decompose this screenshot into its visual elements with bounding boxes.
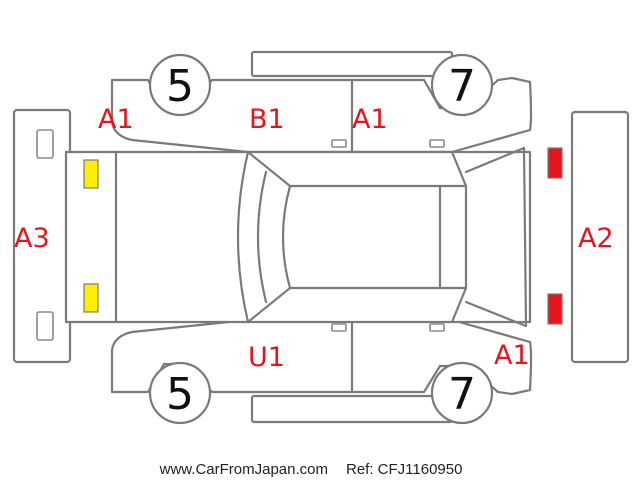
damage-code-bottom-right-fender: A1 [494, 340, 530, 371]
top-sill-bar [250, 50, 454, 78]
footer-website: www.CarFromJapan.com [159, 461, 328, 478]
wheel-top-left: 5 [148, 53, 212, 117]
damage-code-front-bumper: A2 [578, 223, 614, 254]
wheel-bottom-right-number: 7 [448, 369, 476, 420]
bottom-sill-bar [250, 394, 454, 424]
rear-lamp-marker-lower [83, 283, 99, 313]
wheel-top-right-number: 7 [448, 61, 476, 112]
rear-lamp-marker-upper [83, 159, 99, 189]
wheel-bottom-left: 5 [148, 361, 212, 425]
damage-code-top-rear-door: A1 [352, 104, 388, 135]
damage-code-rear-bumper: A3 [14, 223, 50, 254]
car-top-view [64, 146, 532, 328]
wheel-top-right: 7 [430, 53, 494, 117]
front-lamp-marker-lower [547, 293, 563, 325]
wheel-top-left-number: 5 [166, 61, 194, 112]
wheel-bottom-right: 7 [430, 361, 494, 425]
damage-code-bottom-front-door: U1 [248, 342, 285, 373]
footer-reference: Ref: CFJ1160950 [346, 461, 462, 478]
bottom-side-profile [110, 318, 533, 396]
damage-code-top-front-door: B1 [249, 104, 285, 135]
wheel-bottom-left-number: 5 [166, 369, 194, 420]
damage-code-top-left-fender: A1 [98, 104, 134, 135]
front-bumper-panel [570, 110, 630, 364]
front-lamp-marker-upper [547, 147, 563, 179]
